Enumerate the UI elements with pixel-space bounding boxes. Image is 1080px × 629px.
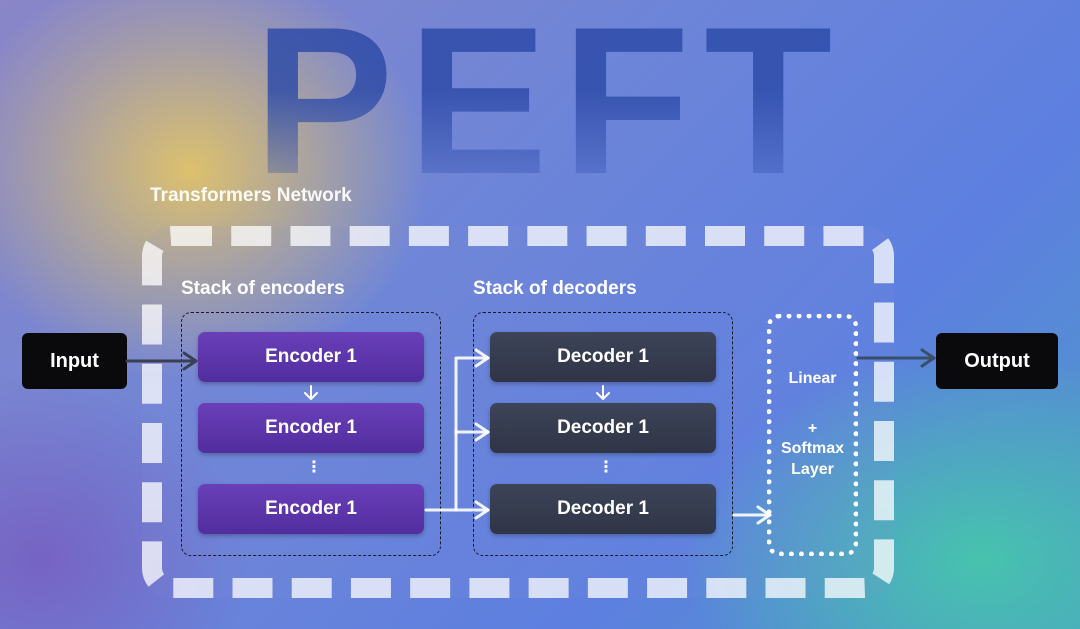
linear-softmax-box (767, 314, 858, 556)
encoder-ellipsis: ⋮ (306, 459, 322, 476)
output-node: Output (936, 333, 1058, 389)
network-label: Transformers Network (150, 185, 352, 206)
softmax-label: Softmax (780, 440, 845, 457)
arrowhead-decoder-to-linear (756, 505, 772, 525)
encoder-stack-box (181, 312, 441, 556)
arrow-encoder-1-to-2 (304, 385, 318, 400)
arrowhead-encoder-to-decoder-3 (474, 500, 490, 520)
decoder-stack-title: Stack of decoders (473, 278, 637, 299)
arrowhead-linear-to-output (920, 348, 936, 368)
decoder-block-2: Decoder 1 (490, 403, 716, 453)
linear-label: Linear (788, 370, 837, 387)
encoder-block-3: Encoder 1 (198, 484, 424, 534)
decoder-ellipsis: ⋮ (598, 459, 614, 476)
decoder-stack-box (473, 312, 733, 556)
decoder-block-1: Decoder 1 (490, 332, 716, 382)
layer-label: Layer (791, 461, 834, 478)
hero-title: PEFT (253, 0, 847, 218)
encoder-block-1: Encoder 1 (198, 332, 424, 382)
arrow-decoder-1-to-2 (596, 385, 610, 400)
encoder-block-2: Encoder 1 (198, 403, 424, 453)
decoder-block-3: Decoder 1 (490, 484, 716, 534)
arrow-feed-vertical (454, 356, 490, 512)
input-node: Input (22, 333, 127, 389)
encoder-stack-title: Stack of encoders (181, 278, 345, 299)
arrowhead-feed-decoder-2 (474, 422, 490, 442)
arrowhead-feed-decoder-1 (474, 348, 490, 368)
plus-label: + (807, 420, 818, 437)
arrowhead-input-to-encoder (182, 351, 198, 371)
